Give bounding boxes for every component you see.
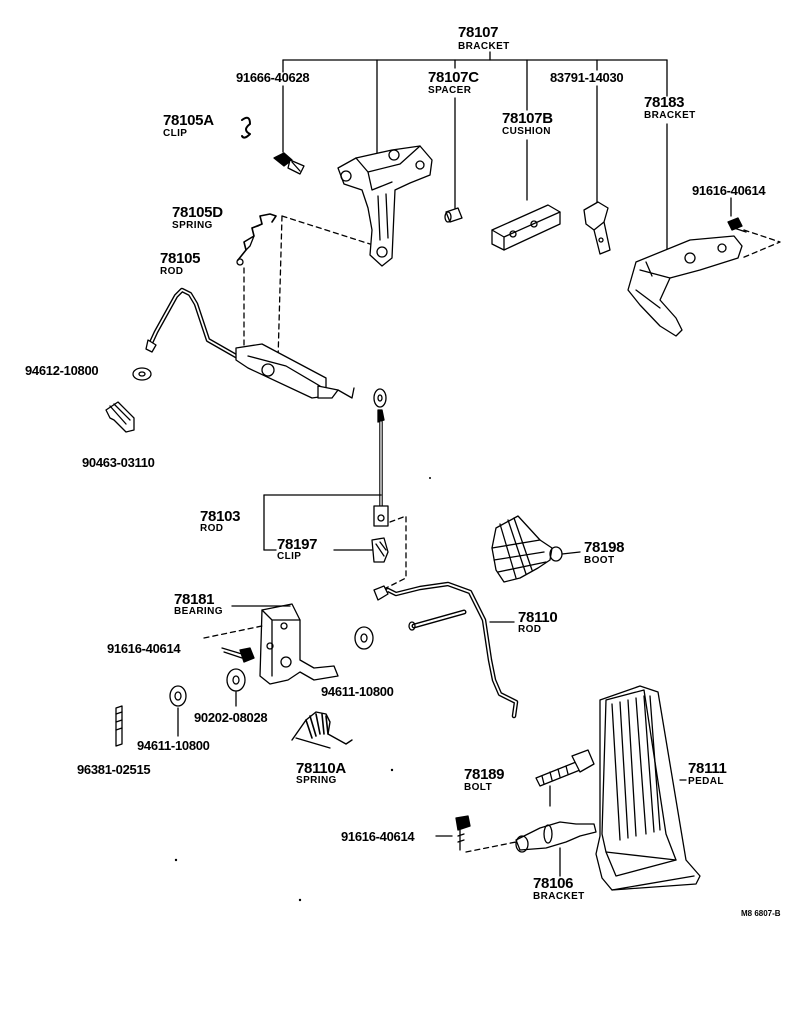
boot-78198-part xyxy=(492,516,580,582)
label-94611-10800-right: 94611-10800 xyxy=(321,684,394,699)
label-78107c-name: SPACER xyxy=(428,85,472,96)
rod-78110-part xyxy=(374,584,516,716)
label-91616-40614-bottom: 91616-40614 xyxy=(341,829,415,844)
print-specks xyxy=(174,477,431,902)
label-78197-name: CLIP xyxy=(277,551,302,562)
bolt-91616-40614-mid-part xyxy=(222,648,254,662)
bolt-78189-part xyxy=(536,750,594,806)
label-78106-number: 78106 xyxy=(533,875,574,892)
spring-78105d-part xyxy=(237,214,276,265)
spacer-78107c-part xyxy=(445,208,462,222)
label-78110a-name: SPRING xyxy=(296,775,337,786)
label-94611-10800-left: 94611-10800 xyxy=(137,738,210,753)
rod-78105-part xyxy=(146,290,354,398)
washer-94612-10800-part xyxy=(133,368,151,380)
spring-78110a-part xyxy=(292,712,352,748)
label-78105d-name: SPRING xyxy=(172,220,213,231)
bolt-91616-40614-bottom-part xyxy=(436,816,470,850)
label-90202-08028: 90202-08028 xyxy=(194,710,268,725)
label-78107b-number: 78107B xyxy=(502,110,553,127)
label-78107c-number: 78107C xyxy=(428,69,479,86)
label-78110a-number: 78110A xyxy=(296,760,346,777)
clamp-83791-14030-part xyxy=(584,202,610,254)
clip-78197-part xyxy=(372,538,388,562)
label-78110-name: ROD xyxy=(518,624,542,635)
label-78110-number: 78110 xyxy=(518,609,558,626)
label-78111-number: 78111 xyxy=(688,760,727,777)
label-91616-40614-mid: 91616-40614 xyxy=(107,641,181,656)
bolt-91666-40628-part xyxy=(274,153,304,174)
bracket-78106-part xyxy=(516,822,596,876)
label-78103-name: ROD xyxy=(200,523,224,534)
label-78105d-number: 78105D xyxy=(172,204,223,221)
bracket-78107-part xyxy=(338,146,432,266)
label-78181-number: 78181 xyxy=(174,591,215,608)
label-78181-name: BEARING xyxy=(174,606,223,617)
label-91616-40614-top: 91616-40614 xyxy=(692,183,766,198)
label-78106-name: BRACKET xyxy=(533,891,585,902)
assembly-dash-78183 xyxy=(742,230,780,258)
drawing-code: M8 6807-B xyxy=(741,909,781,918)
leader-78103-group xyxy=(264,495,381,550)
label-78103-number: 78103 xyxy=(200,508,241,525)
bolt-91616-40614-top-part xyxy=(728,218,746,232)
cushion-78107b-part xyxy=(492,205,560,250)
rod-78103-part xyxy=(374,389,388,526)
pedal-78111-part xyxy=(596,686,700,890)
assembly-dash-lines-upper xyxy=(244,216,370,360)
washer-90202-08028-part xyxy=(227,669,245,706)
assembly-dash-lines-middle xyxy=(386,516,406,588)
assembly-dash-bracket-78106 xyxy=(466,842,516,852)
label-78183-name: BRACKET xyxy=(644,110,696,121)
label-78189-number: 78189 xyxy=(464,766,505,783)
bracket-78183-part xyxy=(628,236,742,336)
label-78105-name: ROD xyxy=(160,266,184,277)
label-90463-03110: 90463-03110 xyxy=(82,455,155,470)
label-78197-number: 78197 xyxy=(277,536,318,553)
label-91666-40628: 91666-40628 xyxy=(236,70,310,85)
label-96381-02515: 96381-02515 xyxy=(77,762,151,777)
label-78107-name: BRACKET xyxy=(458,41,510,52)
label-78107-number: 78107 xyxy=(458,24,499,41)
pin-96381-02515-part xyxy=(116,706,122,746)
label-78111-name: PEDAL xyxy=(688,776,724,787)
label-78183-number: 78183 xyxy=(644,94,685,111)
clip-78105a-part xyxy=(242,118,250,138)
label-83791-14030: 83791-14030 xyxy=(550,70,624,85)
clip-90463-03110-part xyxy=(106,402,134,432)
assembly-dash-bearing xyxy=(204,626,262,638)
label-78105a-name: CLIP xyxy=(163,128,188,139)
leader-lines-top xyxy=(283,52,731,262)
label-78107b-name: CUSHION xyxy=(502,126,551,137)
label-78198-name: BOOT xyxy=(584,555,615,566)
washer-94611-10800-left-part xyxy=(170,686,186,736)
label-78105a-number: 78105A xyxy=(163,112,214,129)
label-94612-10800: 94612-10800 xyxy=(25,363,99,378)
label-78198-number: 78198 xyxy=(584,539,625,556)
bearing-78181-part xyxy=(232,604,338,684)
label-78189-name: BOLT xyxy=(464,782,493,793)
washer-94611-10800-right-part xyxy=(355,627,373,649)
label-78105-number: 78105 xyxy=(160,250,201,267)
